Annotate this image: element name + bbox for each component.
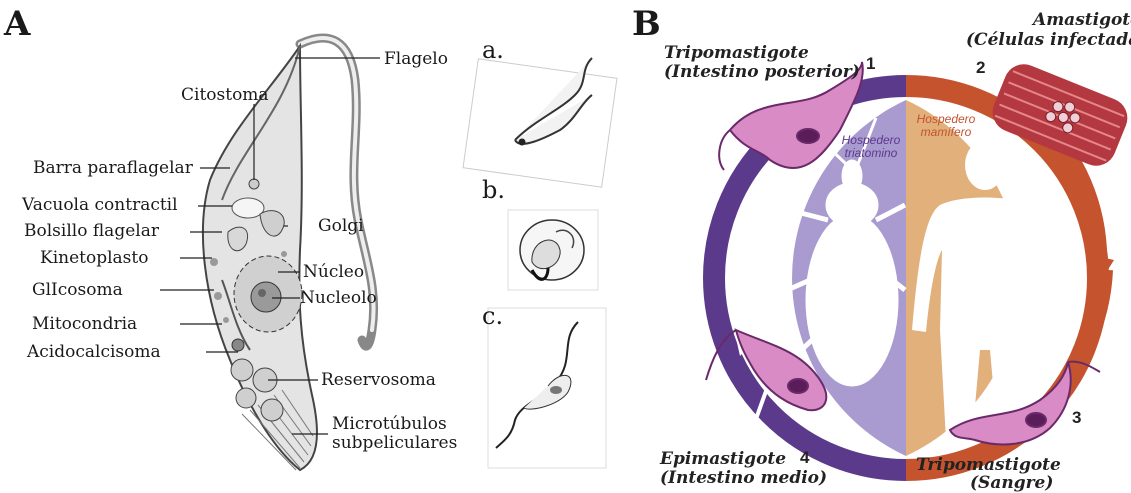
label-barra-paraflagelar: Barra paraflagelar	[33, 159, 193, 178]
stage-4-number: 4	[800, 448, 809, 468]
stage-4-site: (Intestino medio)	[660, 469, 827, 488]
sub-panel-b-label: b.	[482, 176, 505, 204]
label-kinetoplasto: Kinetoplasto	[40, 249, 148, 268]
stage-2-number: 2	[976, 58, 985, 78]
label-nucleo: Núcleo	[303, 263, 364, 282]
label-reservosoma: Reservosoma	[321, 371, 436, 390]
label-mitocondria: Mitocondria	[32, 315, 137, 334]
stage-4-name: Epimastigote	[660, 450, 786, 469]
label-golgi: Golgi	[318, 217, 364, 236]
sub-panel-a-label: a.	[482, 36, 504, 64]
panel-b-letter: B	[632, 4, 661, 44]
host-vector-line-2: triatomino	[836, 147, 906, 160]
label-glicosoma: GlIcosoma	[32, 281, 123, 300]
label-bolsillo-flagelar: Bolsillo flagelar	[24, 222, 159, 241]
stage-2-site: (Células infectadas)	[966, 31, 1131, 50]
host-vector-label: Hospedero triatomino	[836, 134, 906, 160]
label-nucleolo: Nucleolo	[300, 289, 377, 308]
stage-1-site: (Intestino posterior)	[664, 63, 860, 82]
label-vacuola-contractil: Vacuola contractil	[22, 196, 178, 215]
stage-3-site: (Sangre)	[970, 474, 1053, 493]
label-acidocalcisoma: Acidocalcisoma	[27, 343, 161, 362]
label-microtubulos: Microtúbulos	[332, 415, 447, 434]
label-citostoma: Citostoma	[181, 86, 269, 105]
host-mammal-label: Hospedero mamífero	[910, 113, 982, 139]
label-flagelo: Flagelo	[384, 50, 448, 69]
host-mammal-line-2: mamífero	[910, 126, 982, 139]
stage-2-name: Amastigote	[1033, 11, 1131, 30]
stage-1-number: 1	[866, 54, 875, 74]
stage-3-number: 3	[1072, 408, 1081, 428]
stage-1-name: Tripomastigote	[664, 44, 809, 63]
label-subpeliculares: subpeliculares	[332, 434, 457, 453]
sub-panel-c-label: c.	[482, 302, 503, 330]
